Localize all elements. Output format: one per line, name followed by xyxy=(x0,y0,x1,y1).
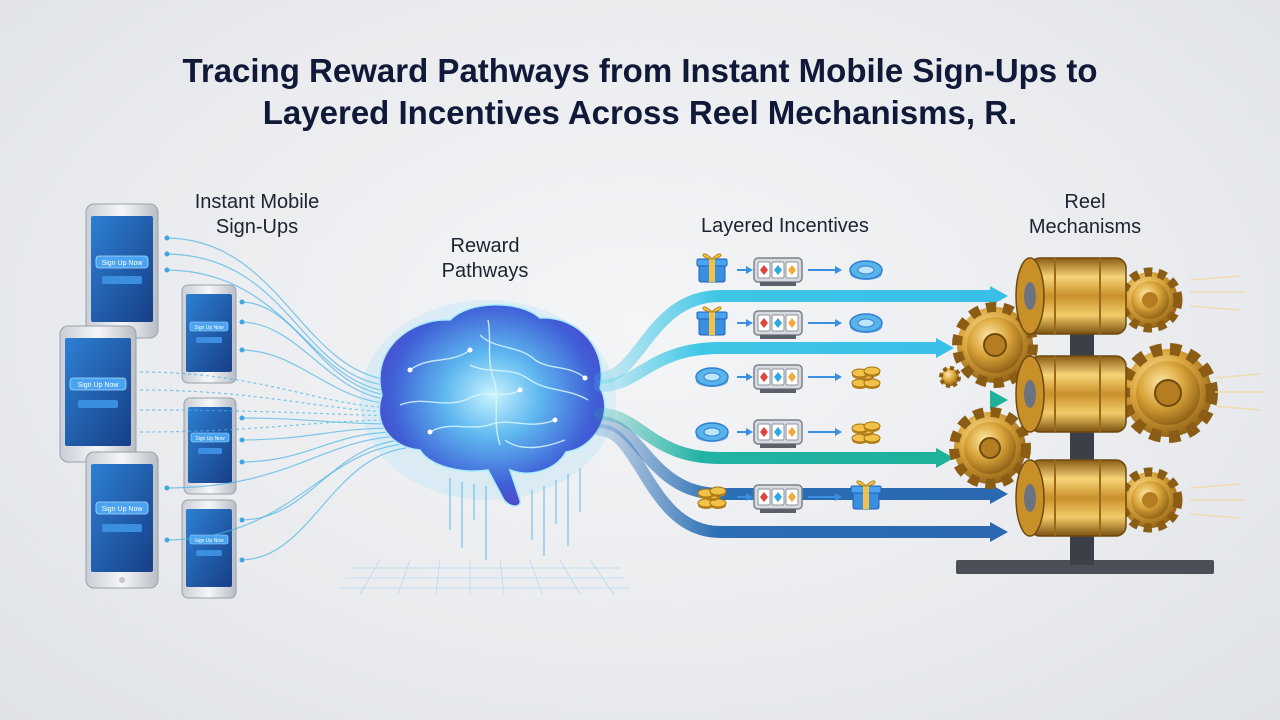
input-signal-dots xyxy=(164,235,245,563)
brain-icon xyxy=(360,300,616,507)
slot-machine-icon xyxy=(753,364,803,393)
title-line-1: Tracing Reward Pathways from Instant Mob… xyxy=(182,52,1098,89)
phone-icon: Sign Up Now xyxy=(181,499,237,599)
connector-arrowhead xyxy=(746,373,753,381)
connector-arrowhead xyxy=(746,319,753,327)
flow-arrow-4 xyxy=(936,448,954,468)
reels-label-line-2: Mechanisms xyxy=(1028,216,1142,238)
connector-arrowhead xyxy=(835,319,842,327)
phone-icon: Sign Up Now xyxy=(85,203,159,339)
incentives-label: Layered Incentives xyxy=(670,214,900,239)
gift-icon xyxy=(850,480,882,510)
reels-label: Reel Mechanisms xyxy=(1000,190,1170,240)
flow-arrow-1 xyxy=(990,286,1008,306)
flow-arrow-2 xyxy=(936,338,954,358)
connector-arrowhead xyxy=(835,266,842,274)
phone-button-text: Sign Up Now xyxy=(194,538,224,544)
pathways-label: Reward Pathways xyxy=(400,234,570,284)
ticket-icon xyxy=(849,313,883,333)
reel-base xyxy=(956,560,1214,574)
coins-icon xyxy=(697,486,727,509)
connector-arrowhead xyxy=(746,493,753,501)
flow-arrow-5 xyxy=(990,484,1008,504)
reel-drum-icon xyxy=(1015,257,1127,335)
phone-button-text: Sign Up Now xyxy=(102,506,144,513)
signups-label-line-1: Instant Mobile xyxy=(194,191,320,213)
signups-label: Instant Mobile Sign-Ups xyxy=(157,190,357,240)
phone-button-text: Sign Up Now xyxy=(195,436,225,442)
pathways-label-line-2: Pathways xyxy=(441,260,529,282)
flow-arrow-6 xyxy=(990,522,1008,542)
phone-button-text: Sign Up Now xyxy=(194,325,224,331)
grid-floor xyxy=(340,559,630,595)
phone-button-text: Sign Up Now xyxy=(102,260,144,267)
connector-arrowhead xyxy=(835,373,842,381)
reel-machine xyxy=(939,257,1265,574)
brain-data-drips xyxy=(449,468,581,560)
reel-drum-icon xyxy=(1015,459,1127,537)
motion-streaks xyxy=(1189,275,1265,519)
flow-band-4 xyxy=(594,408,942,464)
flow-band-1 xyxy=(594,290,996,384)
connector-arrowhead xyxy=(746,428,753,436)
coins-icon xyxy=(851,421,881,444)
gear-icon xyxy=(952,302,1038,388)
input-signal-lines xyxy=(139,237,407,561)
reels-label-line-1: Reel xyxy=(1064,191,1106,213)
flow-band-2 xyxy=(594,342,942,392)
phone-button-text: Sign Up Now xyxy=(78,382,120,389)
gear-icon xyxy=(949,407,1031,489)
connector-arrowhead xyxy=(835,428,842,436)
phone-icon: Sign Up Now xyxy=(85,451,159,589)
gift-icon xyxy=(696,306,728,336)
ticket-icon xyxy=(695,367,729,387)
phone-icon: Sign Up Now xyxy=(181,284,237,384)
coins-icon xyxy=(851,366,881,389)
incentive-row xyxy=(697,480,882,513)
pathways-label-line-1: Reward xyxy=(450,235,520,257)
gear-icon xyxy=(939,366,961,388)
incentive-rows xyxy=(695,253,883,513)
page-title: Tracing Reward Pathways from Instant Mob… xyxy=(0,50,1280,134)
gear-icon xyxy=(1117,467,1183,533)
connector-arrowhead xyxy=(746,266,753,274)
incentives-label-text: Layered Incentives xyxy=(701,215,869,237)
reel-drum-icon xyxy=(1015,355,1127,433)
flow-band-6 xyxy=(594,424,996,538)
gear-icon xyxy=(1118,343,1218,443)
gear-icon xyxy=(1117,267,1183,333)
title-line-2: Layered Incentives Across Reel Mechanism… xyxy=(262,94,1018,131)
output-flow-bands xyxy=(594,286,1008,542)
slot-machine-icon xyxy=(753,257,803,286)
ticket-icon xyxy=(849,260,883,280)
incentive-row xyxy=(695,419,881,448)
signups-label-line-2: Sign-Ups xyxy=(215,216,299,238)
flow-arrow-3 xyxy=(990,390,1008,410)
ticket-icon xyxy=(695,422,729,442)
gift-icon xyxy=(696,253,728,283)
incentive-row xyxy=(696,306,883,339)
incentive-row xyxy=(696,253,883,286)
phone-group: Sign Up Now Sign Up Now Sign Up Now Sign… xyxy=(59,203,237,599)
slot-machine-icon xyxy=(753,484,803,513)
slot-machine-icon xyxy=(753,310,803,339)
incentive-row xyxy=(695,364,881,393)
phone-icon: Sign Up Now xyxy=(59,325,137,463)
phone-icon: Sign Up Now xyxy=(183,397,237,495)
connector-arrowhead xyxy=(835,493,842,501)
slot-machine-icon xyxy=(753,419,803,448)
